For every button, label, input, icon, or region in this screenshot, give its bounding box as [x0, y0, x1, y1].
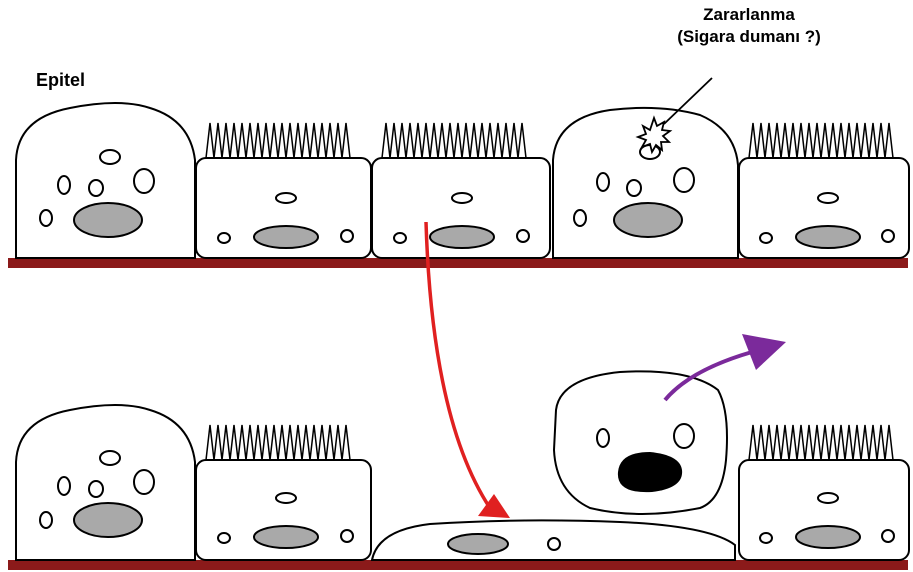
secretory-cell	[16, 103, 195, 258]
ciliated-cell	[196, 123, 371, 258]
damaged-cell	[553, 108, 738, 258]
cilia-icon	[206, 425, 350, 460]
ciliated-cell	[372, 123, 550, 258]
basement-membrane-top	[8, 258, 908, 268]
cilia-icon	[206, 123, 350, 158]
basement-membrane-bottom	[8, 560, 908, 570]
nucleus	[74, 203, 142, 237]
secretory-cell	[16, 405, 195, 560]
ciliated-cell	[196, 425, 371, 560]
cilia-icon	[749, 123, 893, 158]
bottom-row	[8, 371, 909, 570]
cilia-icon	[749, 425, 893, 460]
ciliated-cell	[739, 123, 909, 258]
top-row	[8, 78, 909, 268]
cilia-icon	[382, 123, 526, 158]
ciliated-cell	[739, 425, 909, 560]
pyknotic-nucleus	[618, 452, 682, 492]
extruded-cell	[554, 371, 727, 514]
flattened-cell	[372, 520, 735, 560]
